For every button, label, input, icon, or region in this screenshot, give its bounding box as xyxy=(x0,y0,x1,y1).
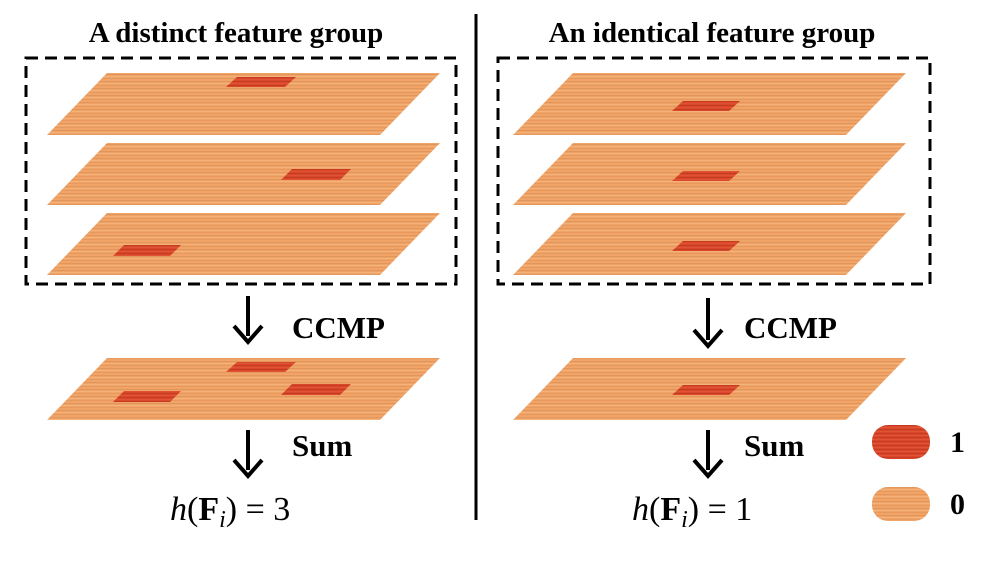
down-arrow-icon xyxy=(232,430,264,480)
legend-swatch-inactive xyxy=(872,487,930,521)
merged-plane-left xyxy=(47,358,440,420)
right-group-box xyxy=(496,56,932,286)
right-result-formula: h(Fi) = 1 xyxy=(632,491,752,533)
active-cell-left-1 xyxy=(226,77,296,87)
left-panel: A distinct feature group CCMP Sum h(Fi) … xyxy=(24,17,458,533)
right-panel: An identical feature group CCMP Sum h(Fi… xyxy=(496,17,932,533)
legend: 1 0 xyxy=(872,425,965,521)
left-ccmp-label: CCMP xyxy=(292,310,385,345)
feature-plane-left-1 xyxy=(47,73,440,135)
right-panel-title: An identical feature group xyxy=(549,17,876,49)
merged-active-cell-left-a xyxy=(226,362,296,372)
active-cell-right-2 xyxy=(672,171,740,181)
down-arrow-icon xyxy=(232,296,264,346)
right-sum-label: Sum xyxy=(744,428,804,463)
left-group-box xyxy=(24,56,458,286)
left-sum-label: Sum xyxy=(292,428,352,463)
active-cell-left-2 xyxy=(281,169,351,180)
legend-swatch-active xyxy=(872,425,930,459)
right-ccmp-label: CCMP xyxy=(744,310,837,345)
active-cell-right-3 xyxy=(672,241,740,251)
left-panel-title: A distinct feature group xyxy=(89,17,384,49)
down-arrow-icon xyxy=(692,430,724,480)
active-cell-right-1 xyxy=(672,101,740,111)
down-arrow-icon xyxy=(692,298,724,350)
merged-active-cell-right xyxy=(672,385,740,395)
merged-active-cell-left-c xyxy=(113,391,181,402)
feature-plane-left-3 xyxy=(47,213,440,275)
legend-label-active: 1 xyxy=(950,426,965,459)
merged-active-cell-left-b xyxy=(281,384,351,395)
left-result-formula: h(Fi) = 3 xyxy=(170,491,290,533)
legend-label-inactive: 0 xyxy=(950,488,965,521)
feature-plane-left-2 xyxy=(47,143,440,205)
active-cell-left-3 xyxy=(113,245,181,256)
